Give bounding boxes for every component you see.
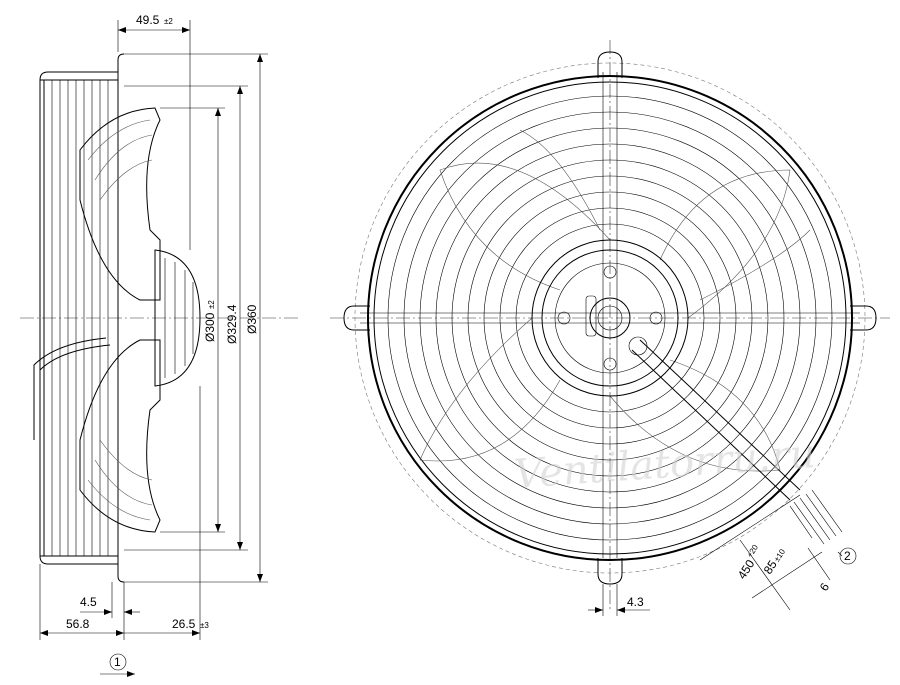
dim-d300-tol: ±2	[207, 300, 216, 309]
cable-side	[39, 344, 111, 440]
dim-56-8-value: 56.8	[66, 617, 90, 631]
dim-d300-value: Ø300	[203, 312, 217, 342]
dim-85-tol: ±10	[772, 547, 787, 564]
dimension-49-5: 49.5 ±2	[117, 13, 191, 250]
watermark: Ventilatorru.ru	[512, 431, 816, 498]
front-view: 4.3 85 ±10 450 +20 6 2	[330, 40, 890, 616]
callout-2-label: 2	[844, 549, 851, 563]
dim-450-value: 450	[735, 557, 758, 582]
guard-frame-side	[39, 53, 125, 583]
impeller-blades-side	[79, 107, 161, 533]
dimension-4-3: 4.3	[588, 584, 650, 616]
callout-1-label: 1	[114, 655, 121, 669]
dim-d360-value: Ø360	[245, 304, 259, 334]
dim-450-tol: +20	[745, 543, 760, 560]
motor-hub-side	[154, 249, 201, 387]
callout-1: 1	[100, 653, 135, 677]
callout-2: 2	[837, 547, 857, 565]
dim-4-5-value: 4.5	[80, 595, 97, 609]
dim-26-5-value: 26.5	[172, 617, 196, 631]
dim-6-value: 6	[817, 580, 833, 593]
dim-49-5-value: 49.5	[136, 13, 160, 27]
dimension-bottom-side: 4.5 56.8 26.5 ±3	[39, 386, 209, 640]
motor-hub-front	[531, 239, 689, 397]
dim-4-3-value: 4.3	[627, 595, 644, 609]
guard-rings	[367, 75, 853, 561]
dim-26-5-tol: ±3	[200, 621, 209, 630]
dim-d329-value: Ø329.4	[225, 304, 239, 344]
cable-front	[628, 336, 843, 545]
side-view: 49.5 ±2 Ø300 ±2 Ø329.4	[20, 13, 300, 677]
dimension-cable: 85 ±10 450 +20 6	[699, 494, 833, 611]
dim-49-5-tol: ±2	[164, 17, 173, 26]
dimension-diameters: Ø300 ±2 Ø329.4 Ø360	[124, 53, 268, 583]
mounting-feet	[343, 51, 877, 585]
impeller-blades-front	[419, 129, 811, 472]
